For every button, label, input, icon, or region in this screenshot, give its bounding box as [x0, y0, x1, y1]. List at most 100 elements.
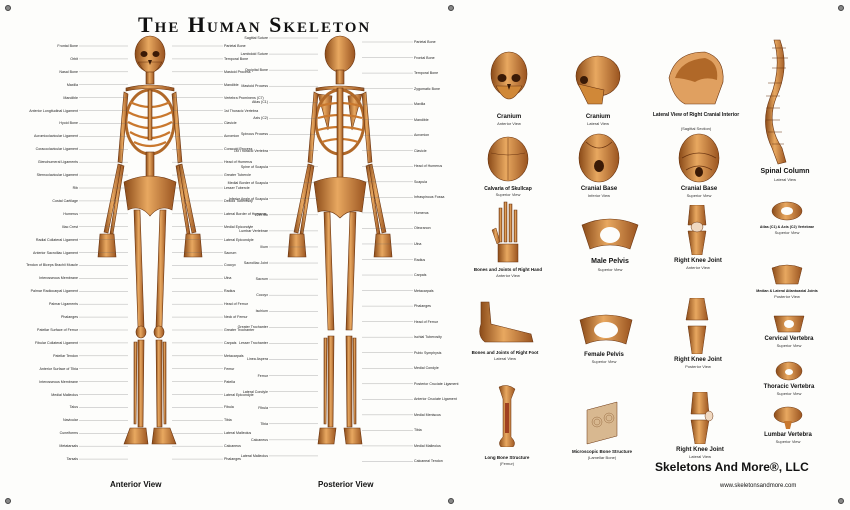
right-hand-caption: Bones and Joints of Right Hand [473, 267, 543, 272]
anatomy-label: Tibia [414, 428, 422, 433]
anatomy-label: Phalanges [414, 304, 431, 309]
anatomy-label: Mandible [63, 95, 78, 100]
knee-posterior-image [685, 298, 709, 354]
knee-lateral-sub: Lateral View [689, 454, 711, 459]
knee-lateral-caption: Right Knee Joint [676, 447, 724, 453]
anatomy-label: Carpals [414, 273, 427, 278]
anatomy-label: Interosseous Membrane [39, 276, 78, 281]
cranium-lateral-sub: Lateral View [587, 121, 609, 126]
cranial-base-inferior-caption: Cranial Base [580, 186, 618, 192]
anatomy-label: Clavicle [224, 121, 237, 126]
anatomy-label: Sternoclavicular Ligament [36, 173, 78, 178]
anatomy-label: Atlas (C1) [252, 100, 268, 105]
long-bone-image [498, 385, 516, 447]
anatomy-label: Acromion [414, 133, 430, 138]
knee-posterior-sub: Posterior View [685, 364, 711, 369]
anatomy-label: Temporal Bone [414, 71, 439, 76]
anatomy-label: Fibula [258, 405, 268, 410]
cranial-base-superior-caption: Cranial Base [680, 186, 718, 192]
anatomy-label: Zygomatic Bone [414, 86, 440, 91]
anatomy-label: Nasal Bone [59, 69, 78, 74]
anatomy-label: Lateral Border of Humerus [224, 211, 267, 216]
right-foot-image [479, 301, 534, 343]
anatomy-label: Hyoid Bone [59, 121, 78, 126]
anatomy-label: Talus [69, 405, 78, 410]
cervical-vertebra-sub: Superior View [776, 343, 802, 348]
microscopic-bone-caption: Microscopic Bone Structure [571, 449, 633, 454]
brand-url: www.skeletonsandmore.com [720, 483, 797, 489]
brand-name: Skeletons And More®, LLC [655, 460, 809, 474]
knee-lateral-image [690, 392, 714, 444]
anatomy-label: Mastoid Process [241, 84, 268, 89]
anatomy-label: Humerus [63, 211, 78, 216]
calvaria-image [487, 136, 529, 182]
anatomy-label: Greater Trochanter [237, 325, 268, 330]
anatomy-label: Deltoid Tuberosity [224, 198, 253, 203]
anatomy-label: Medial Meniscus [414, 412, 441, 417]
cranial-base-inferior-sub: Inferior View [587, 193, 611, 198]
cranial-interior-image [668, 51, 724, 105]
anatomy-label: Coracoclavicular Ligament [35, 147, 78, 152]
anatomy-label: Occipital Bone [244, 68, 268, 73]
anatomy-label: Glenohumeral Ligaments [37, 160, 78, 165]
knee-posterior-caption: Right Knee Joint [674, 357, 722, 363]
atlas-axis-sub: Superior View [774, 230, 800, 235]
spinal-column-sub: Lateral View [774, 177, 796, 182]
anatomy-label: Sagittal Suture [244, 36, 268, 40]
right-hand-sub: Anterior View [496, 273, 520, 278]
atlas-axis-caption: Atlas (C1) & Axis (C2) Vertebrae [759, 225, 815, 229]
anatomy-label: Anterior Longitudinal Ligament [29, 108, 78, 113]
anatomy-label: Interosseous Membrane [39, 379, 78, 384]
anatomy-label: Infraspinous Fossa [414, 195, 445, 200]
grommet-bottom-center [448, 498, 454, 504]
anatomy-label: Acromion [224, 134, 240, 139]
anatomy-label: Head of Femur [414, 319, 438, 324]
anatomy-label: Tarsals [66, 457, 78, 462]
female-pelvis-image [579, 314, 633, 345]
anatomy-label: Medial Epicondyle [224, 224, 254, 229]
anatomy-label: Linea Aspera [247, 357, 268, 362]
median-joint-sub: Posterior View [774, 294, 800, 299]
anatomy-label: Lesser Tubercle [224, 186, 250, 190]
anatomy-label: Coracoid Process [224, 147, 253, 152]
anatomy-label: Femur [224, 366, 235, 371]
anatomy-label: Tendon of Biceps Brachii Muscle [26, 263, 78, 268]
grommet-bottom-right [838, 498, 844, 504]
anatomy-label: Mandible [414, 117, 429, 122]
cranial-interior-sub: (Sagittal Section) [680, 126, 712, 131]
female-pelvis-caption: Female Pelvis [584, 352, 624, 358]
knee-anterior-image [687, 205, 707, 255]
calvaria-caption: Calvaria of Skullcap [484, 186, 532, 192]
grommet-bottom-left [5, 498, 11, 504]
anatomy-label: Inferior Angle of Scapula [228, 196, 268, 201]
anatomy-label: Phalanges [61, 315, 78, 320]
cranial-base-superior-sub: Superior View [686, 193, 712, 198]
anatomy-label: Mandible [224, 82, 239, 87]
long-bone-caption: Long Bone Structure [484, 455, 530, 460]
anatomy-label: Lumbar Vertebrae [239, 228, 268, 233]
anatomy-label: 1st Thoracic Vertebra [224, 108, 259, 113]
anatomy-label: Axis (C2) [253, 116, 268, 121]
anatomy-label: Metacarpals [414, 288, 434, 293]
anatomy-label: Ulna [224, 276, 232, 281]
anatomy-label: Lateral Malleolus [224, 431, 252, 436]
lumbar-vertebra-image [773, 406, 803, 429]
male-pelvis-image [581, 218, 639, 250]
anatomy-label: Anterior Sacroiliac Ligament [33, 250, 78, 255]
anatomy-label: Patella [224, 379, 235, 384]
anatomy-label: Lesser Trochanter [239, 341, 268, 346]
anatomy-label: Spine of Scapula [240, 164, 268, 169]
anatomy-label: Lambdoid Suture [240, 52, 268, 57]
anatomy-label: Head of Humerus [224, 160, 253, 165]
anatomy-label: Lateral Epicondyle [224, 392, 254, 397]
thoracic-vertebra-image [775, 361, 803, 381]
anatomy-label: Rib [72, 186, 78, 190]
anatomy-label: Acromioclavicular Ligament [34, 134, 78, 139]
anatomy-label: Head of Humerus [414, 164, 443, 169]
median-joint-image [771, 264, 803, 285]
lumbar-vertebra-sub: Superior View [775, 439, 801, 444]
thoracic-vertebra-sub: Superior View [776, 391, 802, 396]
anatomy-label: Ilium [260, 244, 268, 249]
anatomy-label: Maxilla [66, 82, 78, 87]
